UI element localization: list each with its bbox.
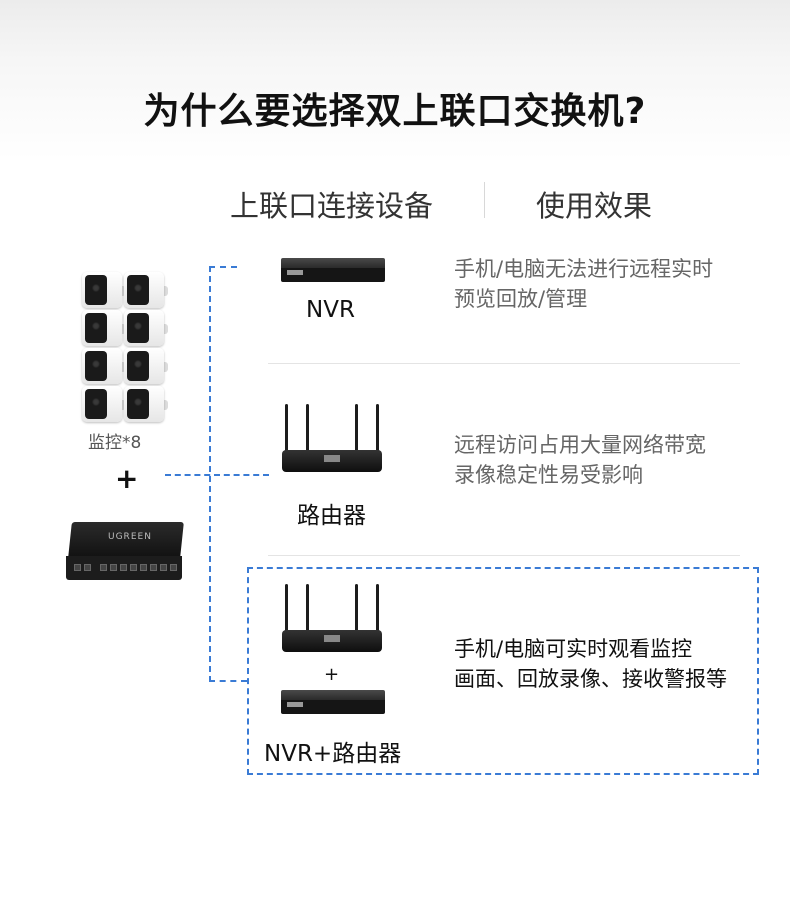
router-icon [282,404,382,472]
plus-sign-small: + [324,664,340,685]
row-divider [268,555,740,556]
camera-icon [82,310,126,346]
column-divider [484,182,485,218]
router-icon [282,584,382,652]
row-divider [268,363,740,364]
device-label-router: 路由器 [297,503,366,529]
effect-line: 手机/电脑无法进行远程实时 [454,257,714,281]
plus-sign: + [115,462,139,495]
column-heading-effect: 使用效果 [536,189,653,223]
effect-line: 远程访问占用大量网络带宽 [454,433,706,457]
switch-icon: UGREEN [66,522,184,582]
camera-icon [82,348,126,384]
connector-line [209,680,247,682]
camera-icon [82,272,126,308]
camera-count-label: 监控*8 [88,433,142,453]
camera-icon [124,386,168,422]
switch-brand-logo: UGREEN [108,532,152,542]
camera-icon [124,348,168,384]
effect-text-nvr: 手机/电脑无法进行远程实时 预览回放/管理 [454,254,713,314]
effect-line: 手机/电脑可实时观看监控 [454,637,693,661]
nvr-icon [281,258,385,282]
camera-icon [124,272,168,308]
effect-line: 录像稳定性易受影响 [454,463,643,487]
effect-text-router: 远程访问占用大量网络带宽 录像稳定性易受影响 [454,430,706,490]
connector-line [209,266,211,682]
effect-text-nvr-router: 手机/电脑可实时观看监控 画面、回放录像、接收警报等 [454,634,727,694]
device-label-nvr-router: NVR+路由器 [264,741,402,767]
device-label-nvr: NVR [306,297,355,323]
recommended-option-box [247,567,759,775]
page-title: 为什么要选择双上联口交换机? [143,91,647,132]
nvr-icon [281,690,385,714]
column-heading-connect: 上联口连接设备 [230,189,434,223]
camera-icon [82,386,126,422]
connector-line [165,474,269,476]
connector-line [209,266,237,268]
effect-line: 预览回放/管理 [454,287,588,311]
effect-line: 画面、回放录像、接收警报等 [454,667,727,691]
camera-icon [124,310,168,346]
